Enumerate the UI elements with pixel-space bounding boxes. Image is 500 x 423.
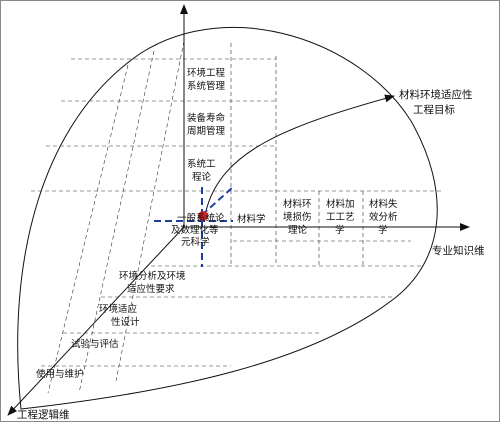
origin-marker bbox=[198, 211, 208, 221]
knowledge-item-damage-theory: 材料环 境损伤 理论 bbox=[283, 198, 312, 236]
svg-text:效分析: 效分析 bbox=[369, 211, 398, 223]
svg-text:材料环境适应性: 材料环境适应性 bbox=[399, 88, 473, 101]
origin-item-label: 一般系统论 及数理化等 元科学 bbox=[171, 212, 225, 248]
logic-item-env-analysis: 环境分析及环境 适应性要求 bbox=[119, 270, 186, 295]
grid-vertical-lines bbox=[230, 43, 364, 266]
logic-item-test: 试验与评估 bbox=[71, 338, 119, 350]
svg-text:材料学: 材料学 bbox=[237, 213, 266, 225]
svg-text:使用与维护: 使用与维护 bbox=[36, 368, 84, 380]
grid-logic-lines bbox=[47, 40, 185, 394]
goal-label: 材料环境适应性 工程目标 bbox=[399, 88, 473, 116]
svg-text:元科学: 元科学 bbox=[181, 236, 210, 248]
svg-text:环境工程: 环境工程 bbox=[187, 67, 226, 79]
knowledge-item-materials: 材料学 bbox=[237, 213, 266, 225]
knowledge-axis-label: 专业知识维 bbox=[432, 244, 485, 257]
svg-text:试验与评估: 试验与评估 bbox=[71, 338, 119, 350]
svg-text:材料加: 材料加 bbox=[326, 198, 355, 210]
svg-text:性设计: 性设计 bbox=[111, 316, 140, 328]
svg-text:及数理化等: 及数理化等 bbox=[171, 224, 219, 236]
knowledge-item-processing: 材料加 工工艺 学 bbox=[326, 198, 355, 236]
svg-text:装备寿命: 装备寿命 bbox=[187, 112, 226, 124]
vertical-item-lifecycle: 装备寿命 周期管理 bbox=[187, 112, 226, 137]
svg-text:理论: 理论 bbox=[288, 224, 308, 236]
svg-text:程论: 程论 bbox=[192, 171, 212, 183]
grid-horizontal-lines bbox=[31, 58, 441, 367]
space-boundary bbox=[17, 26, 438, 410]
svg-text:学: 学 bbox=[378, 224, 388, 236]
svg-text:工程目标: 工程目标 bbox=[413, 104, 455, 116]
svg-text:适应性要求: 适应性要求 bbox=[127, 283, 175, 295]
svg-text:环境适应: 环境适应 bbox=[99, 303, 138, 315]
logic-item-design: 环境适应 性设计 bbox=[99, 303, 140, 328]
vertical-item-system-eng: 系统工 程论 bbox=[187, 158, 216, 183]
goal-trajectory-arrow bbox=[205, 94, 395, 212]
svg-text:一般系统论: 一般系统论 bbox=[177, 212, 225, 224]
logic-axis-label: 工程逻辑维 bbox=[17, 408, 70, 421]
origin-cross bbox=[154, 186, 234, 267]
svg-text:环境分析及环境: 环境分析及环境 bbox=[119, 270, 186, 282]
vertical-item-env-system: 环境工程 系统管理 bbox=[187, 67, 226, 92]
knowledge-item-failure: 材料失 效分析 学 bbox=[369, 198, 398, 236]
svg-text:周期管理: 周期管理 bbox=[187, 125, 226, 137]
svg-text:系统工: 系统工 bbox=[187, 158, 216, 170]
logic-item-use: 使用与维护 bbox=[36, 368, 84, 380]
svg-text:工工艺: 工工艺 bbox=[326, 212, 355, 223]
svg-text:学: 学 bbox=[335, 224, 345, 236]
svg-text:境损伤: 境损伤 bbox=[283, 211, 312, 223]
svg-text:系统管理: 系统管理 bbox=[187, 80, 226, 92]
logic-axis bbox=[7, 226, 185, 416]
svg-text:材料环: 材料环 bbox=[283, 198, 312, 210]
svg-text:材料失: 材料失 bbox=[369, 198, 398, 210]
